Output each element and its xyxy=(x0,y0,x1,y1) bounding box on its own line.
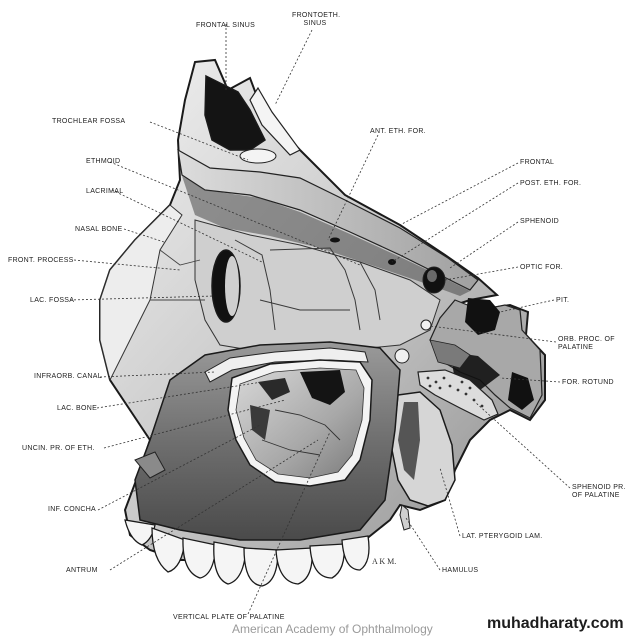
label-hamulus: HAMULUS xyxy=(442,567,479,574)
label-sphenoid: SPHENOID xyxy=(520,218,559,225)
label-frontal: FRONTAL xyxy=(520,159,555,166)
label-front-process: FRONT. PROCESS xyxy=(8,257,74,264)
label-frontoeth-sinus: FRONTOETH. SINUS xyxy=(292,12,341,28)
label-frontal-sinus: FRONTAL SINUS xyxy=(196,22,256,29)
antrum-recess-left xyxy=(258,378,290,400)
label-post-eth-for: POST. ETH. FOR. xyxy=(520,180,582,187)
watermark-link[interactable]: muhadharaty.com xyxy=(487,615,624,632)
uncinate-line xyxy=(261,409,341,456)
ethmoid-suture xyxy=(234,239,381,331)
foramen-rotundum xyxy=(508,372,534,410)
antrum-recess-lower xyxy=(250,405,270,440)
label-optic-for: OPTIC FOR. xyxy=(520,264,564,271)
antrum-recess-upper xyxy=(300,370,345,405)
frontal-process-line xyxy=(150,249,205,301)
hamulus-hook xyxy=(399,504,411,531)
left-ridge xyxy=(134,451,166,479)
label-ethmoid: ETHMOID xyxy=(86,158,121,165)
label-inf-concha: INF. CONCHA xyxy=(48,506,97,513)
label-infraorb-canal: INFRAORB. CANAL xyxy=(34,373,102,380)
artist-signature: A K M. xyxy=(372,557,397,566)
sinus-wall xyxy=(249,86,301,156)
lacrimal-fossa-rim xyxy=(225,256,239,316)
tooth xyxy=(341,535,370,571)
leader-lines xyxy=(69,24,571,615)
label-sphenoid-pr-palatine: SPHENOID PR. OF PALATINE xyxy=(572,484,626,500)
orbital-proc-dot xyxy=(420,319,432,331)
label-vertical-plate-palatine: VERTICAL PLATE OF PALATINE xyxy=(173,614,285,621)
label-orb-proc-line2: PALATINE xyxy=(558,344,594,351)
label-for-rotund: FOR. ROTUND xyxy=(562,379,614,386)
speckle-pattern xyxy=(426,376,484,408)
frontoeth-sinus xyxy=(239,148,277,164)
label-lac-bone: LAC. BONE xyxy=(57,405,98,412)
tooth xyxy=(213,541,247,585)
tooth xyxy=(275,547,313,585)
medial-orbital-wall xyxy=(194,219,441,353)
sphenoid-process-palatine xyxy=(417,369,499,421)
label-lacrimal: LACRIMAL xyxy=(86,188,124,195)
nasal-bone xyxy=(99,204,183,382)
label-sphenoid-pr-line2: OF PALATINE xyxy=(572,492,620,499)
orbital-roof xyxy=(177,148,479,291)
ant-ethmoidal-foramen xyxy=(330,237,340,243)
label-ant-eth-for: ANT. ETH. FOR. xyxy=(370,128,426,135)
label-sphenoid-pr-line1: SPHENOID PR. xyxy=(572,484,626,491)
tooth xyxy=(309,543,345,579)
label-lat-pterygoid-lam: LAT. PTERYGOID LAM. xyxy=(462,533,543,540)
label-frontoeth-line2: SINUS xyxy=(303,20,327,27)
pterygoid-shadow xyxy=(398,402,420,480)
tooth xyxy=(182,537,217,579)
teeth-row xyxy=(124,519,370,587)
orbital-process-palatine xyxy=(429,339,471,369)
optic-foramen-inner xyxy=(427,270,437,282)
label-frontoeth-line1: FRONTOETH. xyxy=(292,12,341,19)
small-foramen xyxy=(394,348,410,364)
label-pit: PIT. xyxy=(556,297,570,304)
roof-shadow xyxy=(182,176,470,296)
label-lac-fossa: LAC. FOSSA xyxy=(30,297,75,304)
credit-text: American Academy of Ophthalmology xyxy=(232,622,433,636)
label-nasal-bone: NASAL BONE xyxy=(75,226,123,233)
tooth xyxy=(243,547,279,587)
label-trochlear-fossa: TROCHLEAR FOSSA xyxy=(52,118,126,125)
pituitary-fossa xyxy=(465,298,500,335)
label-orb-proc-line1: ORB. PROC. OF xyxy=(558,336,615,343)
frontal-sinus xyxy=(204,74,266,151)
infraorbital-canal xyxy=(204,347,369,383)
label-uncin-pr-eth: UNCIN. PR. OF ETH. xyxy=(22,445,95,452)
label-antrum: ANTRUM xyxy=(66,567,98,574)
label-orb-proc-palatine: ORB. PROC. OF PALATINE xyxy=(558,336,615,352)
